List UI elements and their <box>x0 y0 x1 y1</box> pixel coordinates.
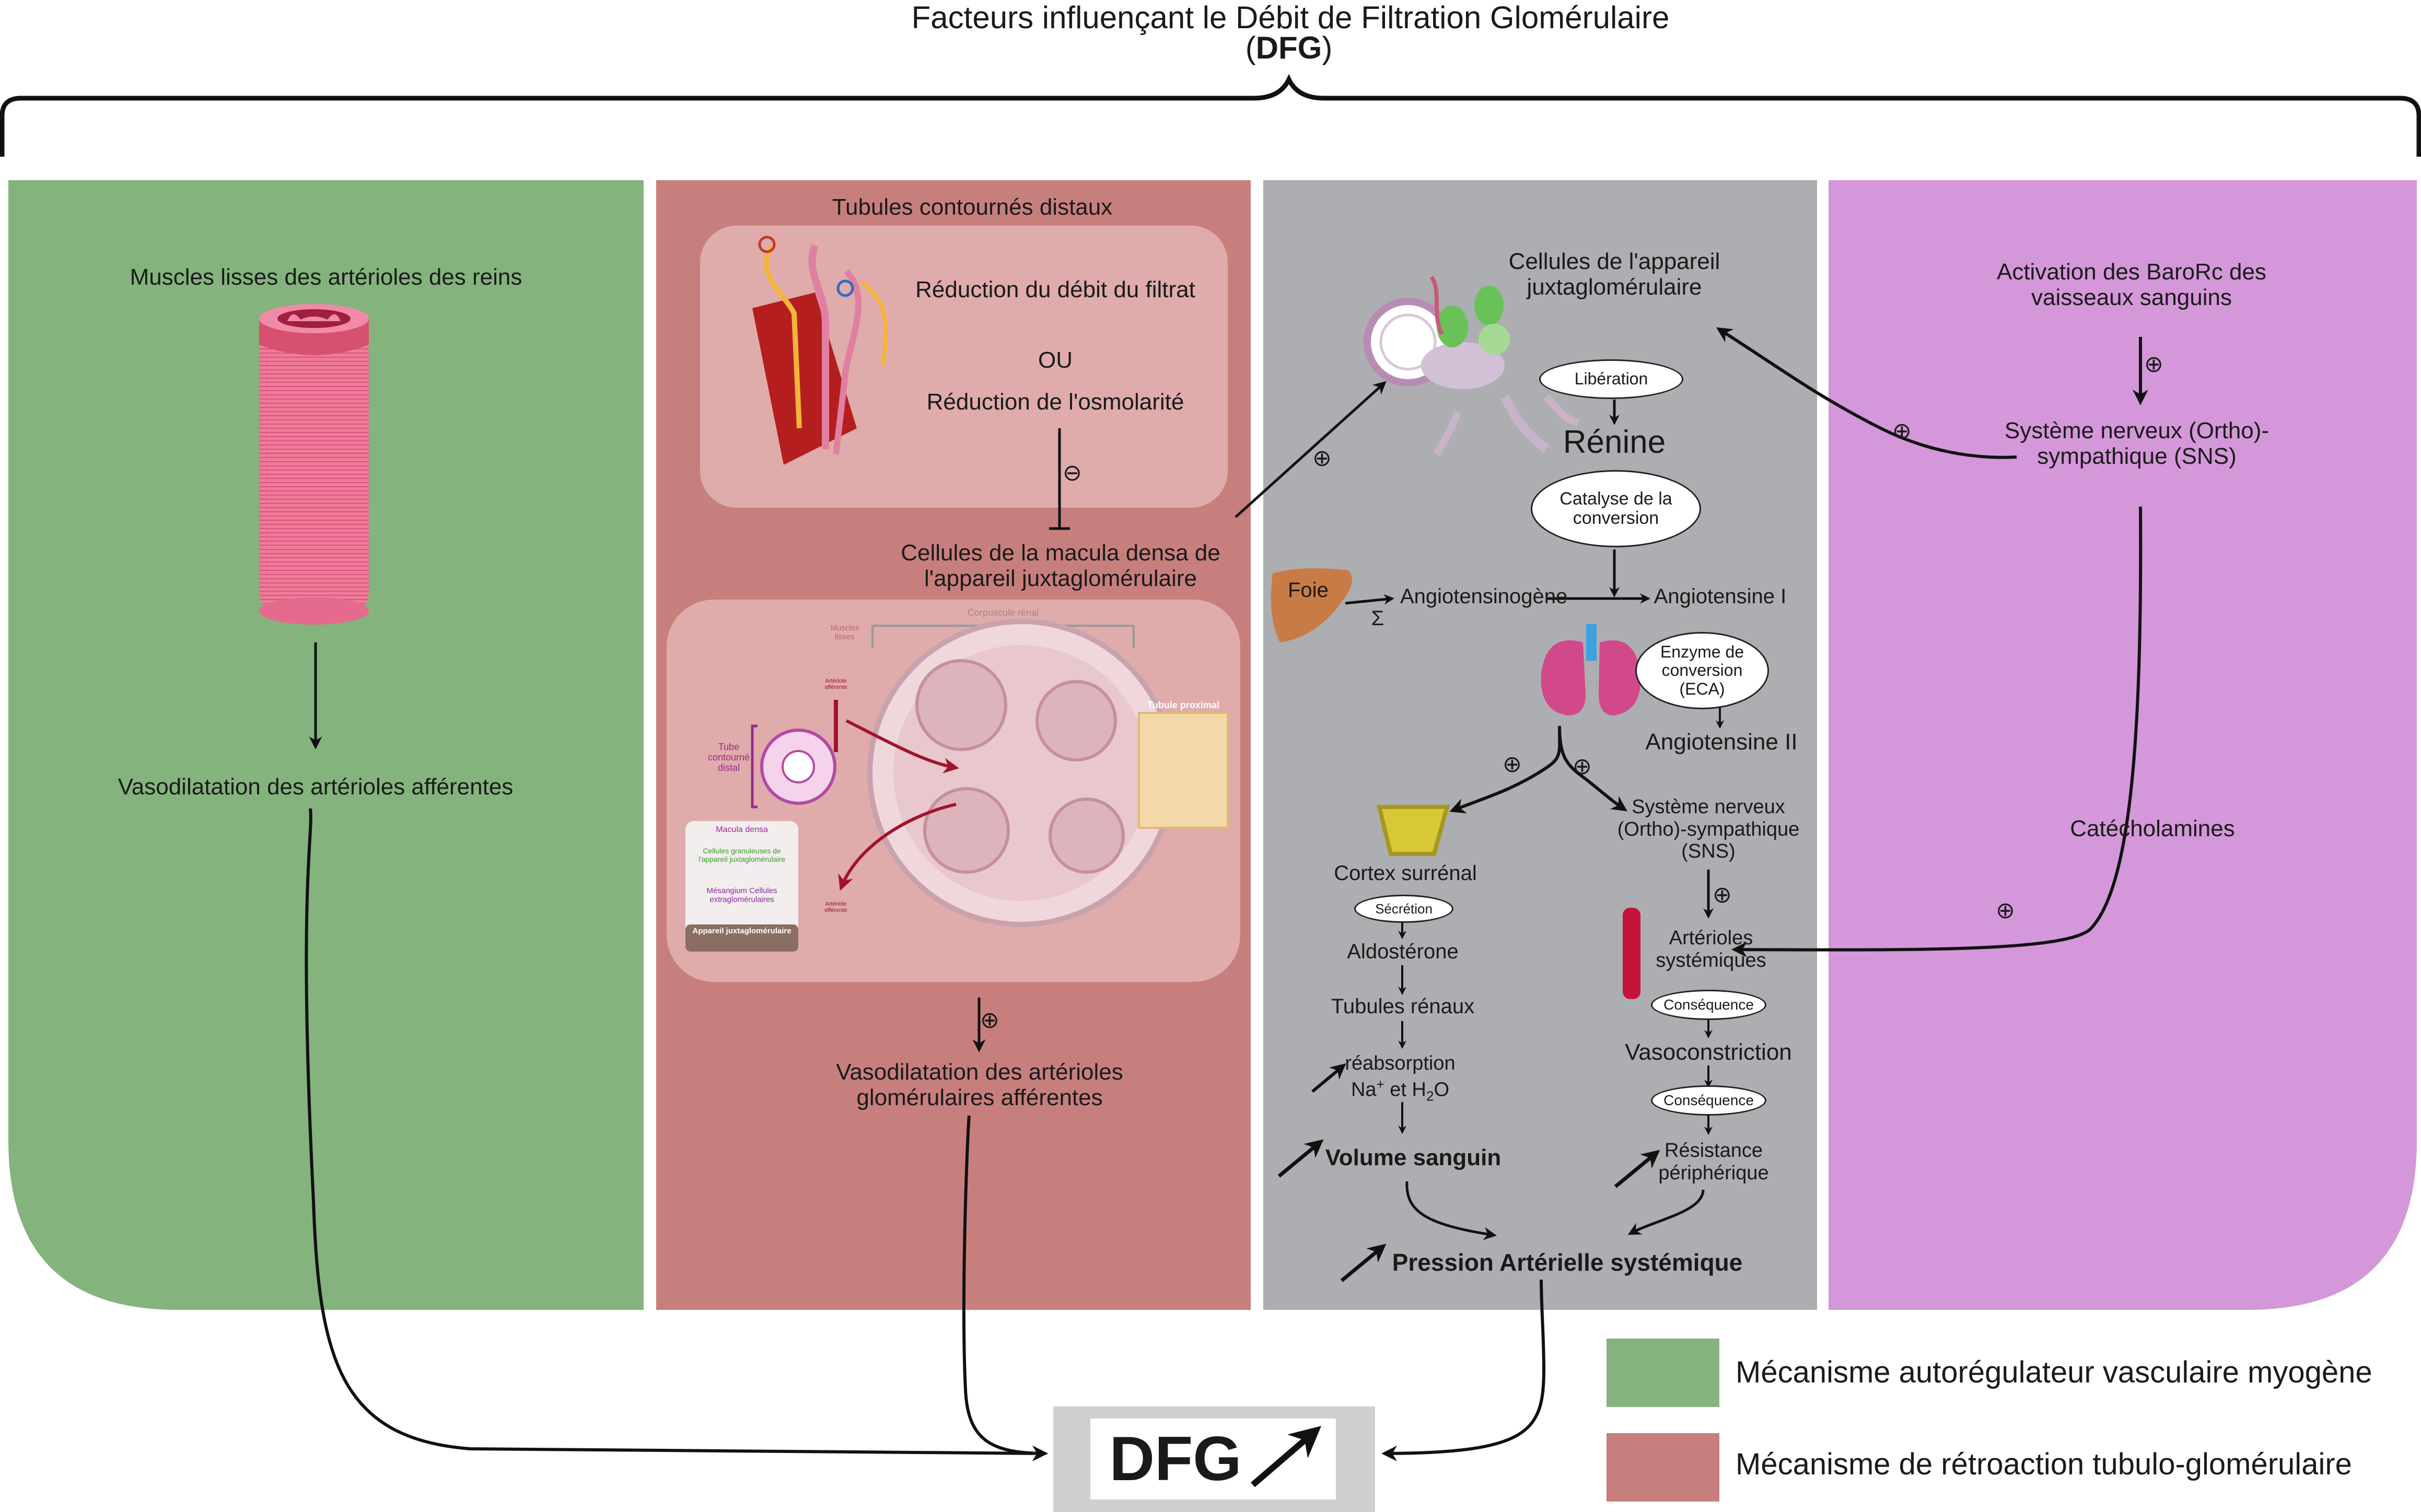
inset-granuleuses-label: Cellules granuleuses de l'appareil juxta… <box>698 847 786 863</box>
tubules-label: Tubules rénaux <box>1331 995 1475 1018</box>
gray-sns-label: Système nerveux (Ortho)-sympathique (SNS… <box>1617 796 1800 863</box>
inset-tube-proximal-label: Tubule proximal <box>1147 700 1219 710</box>
red-plus-sign: ⊕ <box>980 1007 999 1033</box>
renine-label: Rénine <box>1563 424 1666 460</box>
purple-plus-1: ⊕ <box>2144 351 2163 377</box>
inset-efferente-label: Artériole efférente <box>824 901 847 914</box>
secretion-pill: Sécrétion <box>1354 895 1453 923</box>
eca-pill: Enzyme de conversion (ECA) <box>1635 632 1769 709</box>
panel-gray-bg <box>1263 180 1817 1310</box>
red-or: OU <box>1038 347 1073 373</box>
green-result: Vasodilatation des artérioles afférentes <box>118 774 514 800</box>
red-gray-plus: ⊕ <box>1312 446 1332 471</box>
nephron-illustration <box>752 236 888 465</box>
vasoconstriction-label: Vasoconstriction <box>1625 1039 1792 1065</box>
consequence2-pill: Conséquence <box>1651 1085 1766 1116</box>
gray-plus-3: ⊕ <box>1713 882 1732 908</box>
inset-corpuscle-label: Corpuscule rénal <box>967 607 1039 618</box>
red-result: Vasodilatation des artérioles glomérulai… <box>836 1059 1123 1111</box>
inset-muscles-label: Muscles lisses <box>830 624 859 641</box>
inset-afferente-label: Artériole afférente <box>824 678 847 691</box>
sigma-label: Σ <box>1371 607 1384 630</box>
pression-label: Pression Artérielle systémique <box>1392 1249 1743 1276</box>
liberation-pill: Libération <box>1539 359 1683 399</box>
corpuscle-illustration <box>685 619 1229 952</box>
diagram-title: Facteurs influençant le Débit de Filtrat… <box>911 0 1670 35</box>
consequence1-pill: Conséquence <box>1651 990 1766 1020</box>
adrenal-illustration <box>1376 805 1450 856</box>
reabsorption-label: réabsorption <box>1345 1052 1456 1074</box>
green-title: Muscles lisses des artérioles des reins <box>130 264 522 290</box>
foie-label: Foie <box>1288 579 1329 602</box>
arterioles-label: Artérioles systémiques <box>1656 927 1766 971</box>
purple-sns-label: Système nerveux (Ortho)-sympathique (SNS… <box>2004 418 2269 470</box>
dfg-up-arrow <box>1251 1426 1322 1487</box>
legend-swatch-green <box>1607 1339 1719 1407</box>
inset-tube-distal-label: Tube contourné distal <box>707 742 750 773</box>
jg-cells-illustration <box>1364 275 1579 456</box>
lungs-illustration <box>1541 624 1641 716</box>
inset-mesangium-label: Mésangium Cellules extraglomérulaires <box>706 886 777 904</box>
purple-plus-2: ⊕ <box>1892 418 1912 444</box>
catalyse-pill: Catalyse de la conversion <box>1531 470 1701 547</box>
jg-cells-label: Cellules de l'appareil juxtaglomérulaire <box>1508 249 1720 300</box>
gray-plus-1: ⊕ <box>1503 752 1522 777</box>
top-brace <box>0 74 2421 157</box>
gray-plus-2: ⊕ <box>1573 754 1592 779</box>
diagram-subtitle: (DFG) <box>1245 30 1333 65</box>
liver-illustration <box>1271 568 1352 642</box>
aldosterone-label: Aldostérone <box>1347 940 1459 963</box>
na-h2o-label: Na+ et H2O <box>1351 1076 1450 1104</box>
red-minus-sign: ⊖ <box>1063 460 1082 486</box>
angiotensine2-label: Angiotensine II <box>1645 729 1798 755</box>
panel-green-bg <box>8 180 644 1310</box>
resistance-label: Résistance périphérique <box>1658 1140 1769 1184</box>
legend-label-red: Mécanisme de rétroaction tubulo-glomérul… <box>1736 1447 2352 1481</box>
purple-plus-3: ⊕ <box>1996 898 2015 923</box>
legend-swatch-red <box>1607 1433 1719 1502</box>
red-title: Tubules contournés distaux <box>832 194 1113 220</box>
inset-appareil-label: Appareil juxtaglomérulaire <box>692 927 792 935</box>
red-cond2: Réduction de l'osmolarité <box>926 389 1184 415</box>
volume-label: Volume sanguin <box>1325 1145 1502 1170</box>
angiotensinogene-label: Angiotensinogène <box>1400 585 1568 608</box>
catecholamines-label: Catécholamines <box>2070 816 2235 841</box>
dfg-result-label: DFG <box>1109 1424 1242 1494</box>
artery-illustration <box>259 304 369 625</box>
arteriole-illustration <box>1623 908 1640 999</box>
cortex-label: Cortex surrénal <box>1334 862 1477 885</box>
red-cond1: Réduction du débit du filtrat <box>915 277 1195 302</box>
barorc-label: Activation des BaroRc des vaisseaux sang… <box>1996 259 2267 311</box>
panel-purple-bg <box>1829 180 2417 1310</box>
angiotensine1-label: Angiotensine I <box>1654 585 1787 608</box>
macula-densa-cells: Cellules de la macula densa de l'apparei… <box>901 540 1220 592</box>
inset-macula-label: Macula densa <box>716 825 768 834</box>
legend-label-green: Mécanisme autorégulateur vasculaire myog… <box>1736 1355 2372 1389</box>
